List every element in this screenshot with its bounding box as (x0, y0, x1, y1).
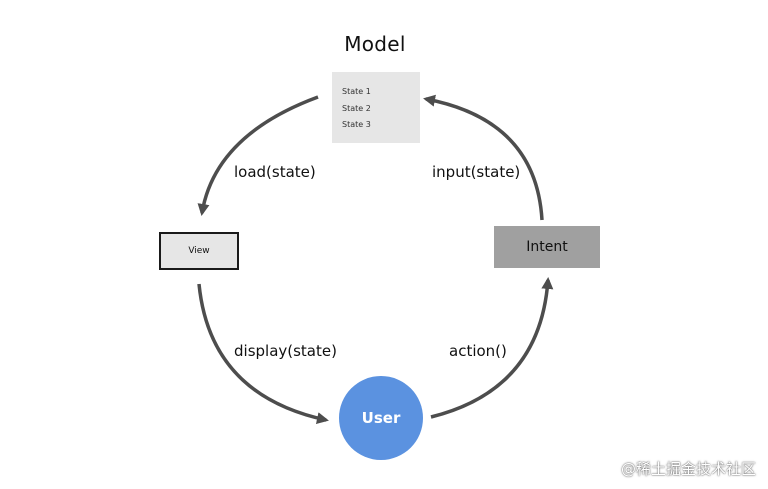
model-state-2: State 2 (342, 104, 371, 113)
edge-label-display: display(state) (234, 342, 337, 360)
view-node: View (159, 232, 239, 270)
arrow-view-to-user (197, 283, 329, 424)
intent-node: Intent (494, 226, 600, 268)
view-label: View (188, 246, 210, 256)
watermark-text: @稀土掘金技术社区 (620, 460, 756, 478)
edge-label-action: action() (449, 342, 507, 360)
edge-label-input: input(state) (432, 163, 521, 181)
model-title: Model (344, 32, 406, 56)
arrow-user-to-intent (430, 277, 554, 419)
user-label: User (361, 409, 401, 427)
model-state-box: State 1 State 2 State 3 (332, 72, 420, 143)
edge-label-load: load(state) (234, 163, 316, 181)
arrow-intent-to-model (423, 94, 544, 221)
user-node: User (339, 376, 423, 460)
intent-label: Intent (526, 239, 568, 255)
arrow-model-to-view (197, 95, 319, 216)
model-state-3: State 3 (342, 120, 371, 129)
model-state-1: State 1 (342, 87, 371, 96)
